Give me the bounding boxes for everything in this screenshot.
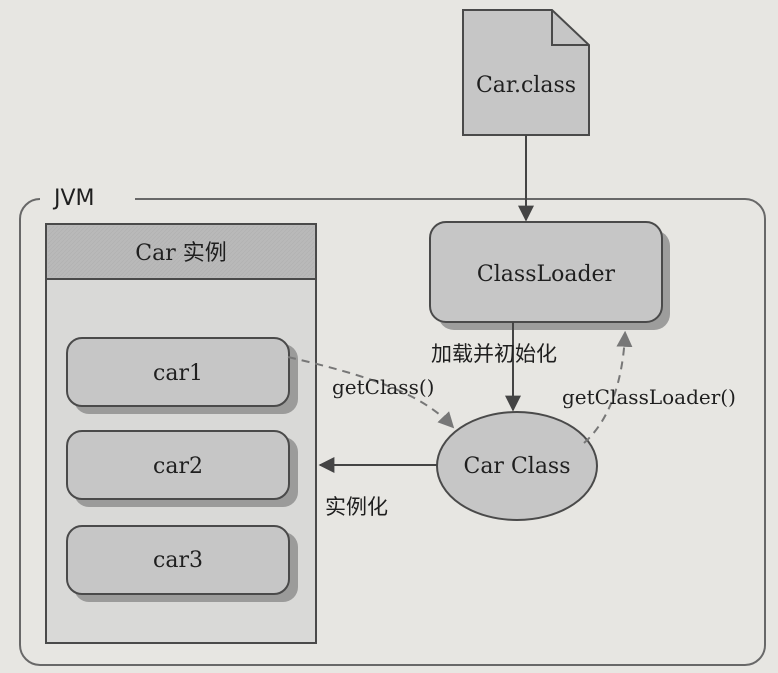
file-fold bbox=[551, 10, 589, 46]
classloader-box bbox=[429, 221, 663, 323]
car-class-node: Car Class bbox=[436, 411, 598, 521]
instance-item-car1-label: car1 bbox=[153, 361, 203, 386]
instance-item-car1: car1 bbox=[66, 337, 298, 414]
instance-item-car2-box bbox=[66, 430, 290, 500]
instance-item-car2: car2 bbox=[66, 430, 298, 507]
jvm-label-gap bbox=[40, 188, 135, 210]
instance-item-car3: car3 bbox=[66, 525, 298, 602]
get-class-loader-label: getClassLoader() bbox=[562, 385, 736, 409]
classloader-node: ClassLoader bbox=[429, 221, 670, 330]
instances-panel: Car 实例 car1 car2 car3 bbox=[45, 223, 317, 644]
instantiate-label: 实例化 bbox=[325, 495, 388, 519]
file-label: Car.class bbox=[476, 73, 576, 98]
instance-item-car3-box bbox=[66, 525, 290, 595]
classloader-label: ClassLoader bbox=[477, 262, 616, 287]
instance-item-car3-label: car3 bbox=[153, 548, 203, 573]
edge-get-class bbox=[287, 356, 455, 429]
file-shape bbox=[462, 9, 590, 136]
edges bbox=[287, 135, 633, 473]
instances-panel-title: Car 实例 bbox=[135, 241, 226, 266]
car-class-label: Car Class bbox=[463, 454, 570, 479]
jvm-label: JVM bbox=[52, 186, 95, 211]
load-init-label: 加载并初始化 bbox=[431, 342, 557, 366]
instance-item-car2-label: car2 bbox=[153, 454, 203, 479]
edge-get-class-loader bbox=[583, 330, 633, 444]
instance-item-car1-box bbox=[66, 337, 290, 407]
get-class-label: getClass() bbox=[332, 375, 434, 399]
edge-labels: 加载并初始化 getClass() getClassLoader() 实例化 bbox=[325, 342, 736, 519]
car-class-file: Car.class bbox=[462, 9, 590, 136]
jvm-container: JVM bbox=[19, 186, 766, 666]
instances-panel-header-hatch bbox=[48, 226, 314, 277]
jvm-boundary bbox=[19, 198, 766, 666]
